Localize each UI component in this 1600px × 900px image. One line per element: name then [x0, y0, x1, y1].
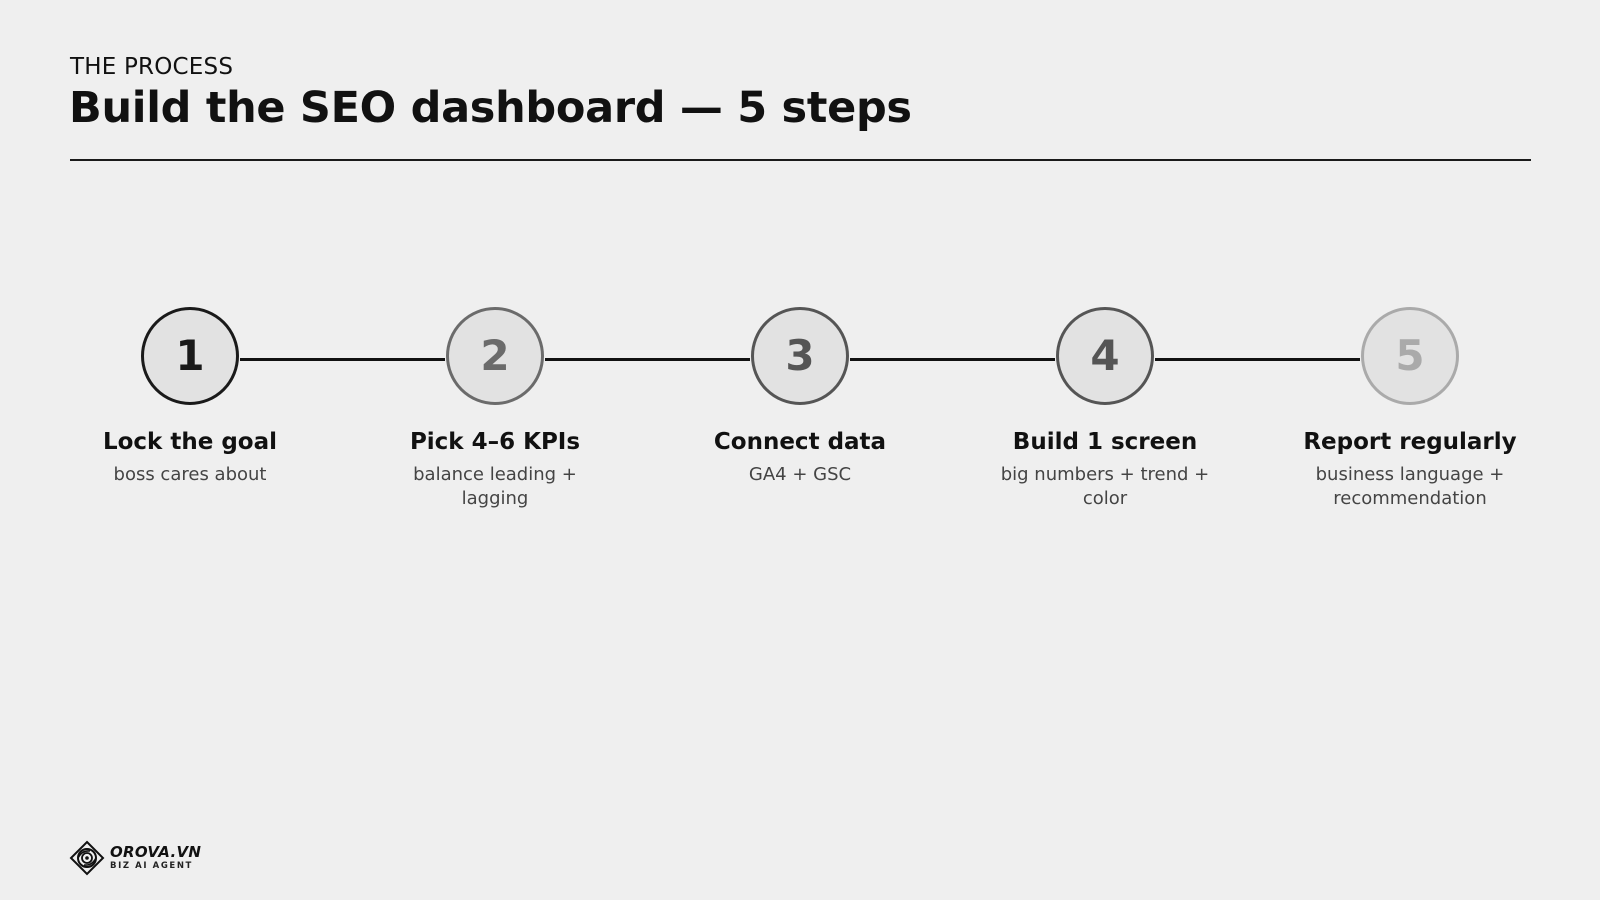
- step-number: 3: [785, 331, 815, 380]
- logo-text: OROVA.VN BIZ AI AGENT: [110, 845, 201, 871]
- step-connector: [545, 358, 750, 361]
- logo-name: OROVA.VN: [110, 843, 202, 862]
- process-step-4: 4 Build 1 screen big numbers + trend + c…: [960, 307, 1250, 511]
- process-step-5: 5 Report regularly business language + r…: [1265, 307, 1555, 511]
- step-number-circle: 4: [1056, 307, 1154, 405]
- step-number-circle: 3: [751, 307, 849, 405]
- orova-logo-icon: [69, 840, 105, 876]
- section-eyebrow: THE PROCESS: [70, 54, 234, 80]
- brand-logo: OROVA.VN BIZ AI AGENT: [69, 840, 201, 876]
- process-step-2: 2 Pick 4–6 KPIs balance leading + laggin…: [350, 307, 640, 511]
- step-title: Connect data: [713, 429, 887, 455]
- step-number-circle: 1: [141, 307, 239, 405]
- header-divider: [70, 159, 1531, 161]
- step-subtitle: business language + recommendation: [1315, 464, 1505, 509]
- step-connector: [240, 358, 445, 361]
- step-number-circle: 2: [446, 307, 544, 405]
- step-connector: [1155, 358, 1360, 361]
- step-title: Build 1 screen: [1012, 429, 1198, 455]
- step-title: Lock the goal: [102, 429, 278, 455]
- logo-tagline: BIZ AI AGENT: [110, 861, 193, 872]
- step-number: 1: [175, 331, 205, 380]
- step-number: 4: [1090, 331, 1120, 380]
- page-title: Build the SEO dashboard — 5 steps: [69, 83, 912, 133]
- step-connector: [850, 358, 1055, 361]
- step-number-circle: 5: [1361, 307, 1459, 405]
- step-title: Pick 4–6 KPIs: [409, 429, 581, 455]
- step-subtitle: GA4 + GSC: [748, 464, 852, 485]
- process-step-3: 3 Connect data GA4 + GSC: [655, 307, 945, 487]
- step-subtitle: balance leading + lagging: [413, 464, 577, 509]
- step-title: Report regularly: [1303, 429, 1517, 455]
- process-step-1: 1 Lock the goal boss cares about: [45, 307, 335, 487]
- step-number: 5: [1395, 331, 1425, 380]
- step-subtitle: boss cares about: [113, 464, 267, 485]
- step-subtitle: big numbers + trend + color: [1000, 464, 1210, 509]
- step-number: 2: [480, 331, 510, 380]
